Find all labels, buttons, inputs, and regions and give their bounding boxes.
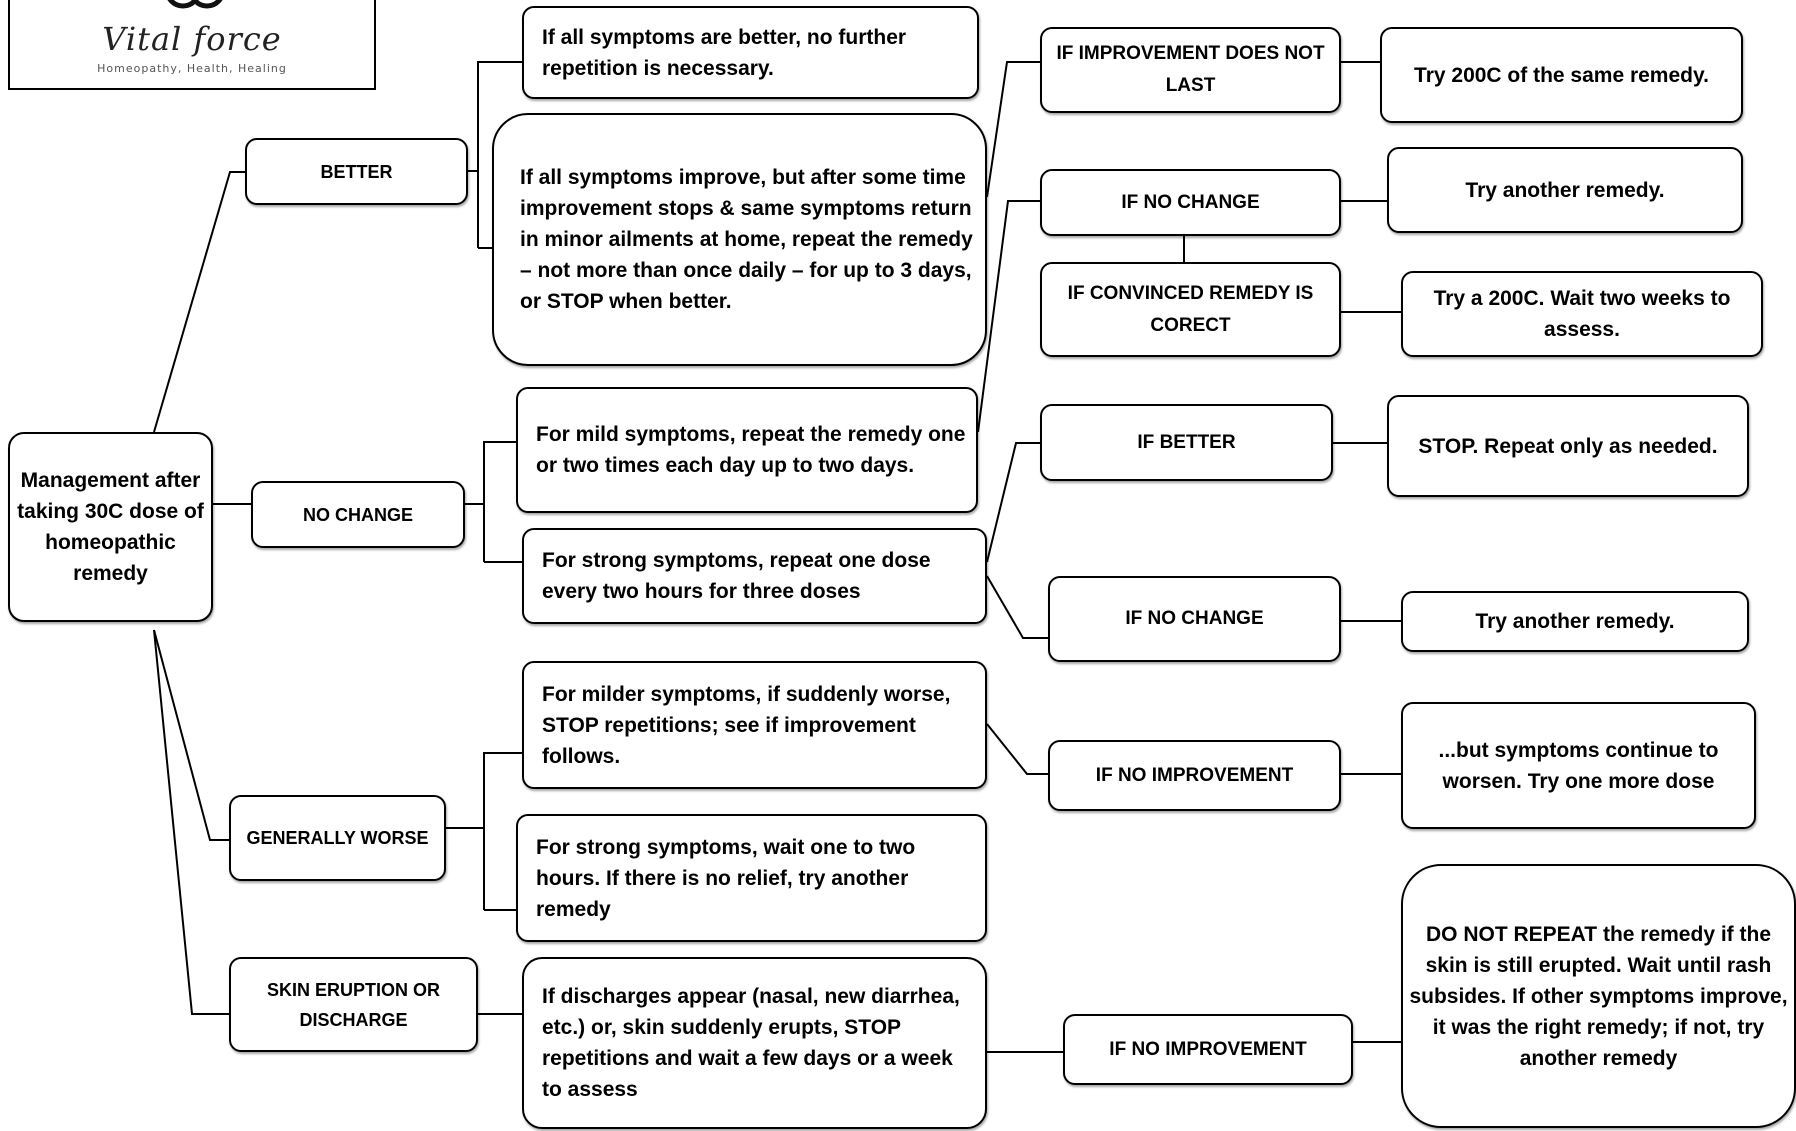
connector-root-better	[153, 171, 245, 433]
logo-mark-icon	[167, 0, 223, 9]
cond-no-change-1-label: IF NO CHANGE	[1121, 191, 1260, 213]
action-worse-milder: For milder symptoms, if suddenly worse, …	[522, 661, 987, 789]
action-nochange-mild-text: For mild symptoms, repeat the remedy one…	[536, 423, 966, 477]
connector-nochange-mild	[483, 441, 516, 562]
action-worse-strong-text: For strong symptoms, wait one to two hou…	[536, 835, 916, 921]
outcome-try-another-1-text: Try another remedy.	[1465, 178, 1665, 202]
cond-convinced-label: IF CONVINCED REMEDY IS CORECT	[1067, 282, 1314, 336]
cond-no-change-2: IF NO CHANGE	[1048, 576, 1341, 662]
category-generally-worse-label: GENERALLY WORSE	[246, 828, 429, 848]
logo-name: Vital force	[102, 20, 282, 58]
action-better-2-text: If all symptoms improve, but after some …	[520, 166, 973, 313]
action-nochange-strong: For strong symptoms, repeat one dose eve…	[522, 528, 987, 624]
outcome-try-another-1: Try another remedy.	[1387, 147, 1743, 233]
action-better-1: If all symptoms are better, no further r…	[522, 6, 979, 99]
vital-force-logo: Vital force Homeopathy, Health, Healing	[8, 0, 376, 90]
action-nochange-strong-text: For strong symptoms, repeat one dose eve…	[542, 549, 931, 603]
action-skin: If discharges appear (nasal, new diarrhe…	[522, 957, 987, 1129]
cond-no-improvement-1: IF NO IMPROVEMENT	[1048, 740, 1341, 811]
outcome-worsen: ...but symptoms continue to worsen. Try …	[1401, 702, 1756, 829]
category-better-label: BETTER	[320, 161, 393, 182]
cond-no-improvement-2-label: IF NO IMPROVEMENT	[1109, 1038, 1307, 1060]
connector-better-1	[477, 61, 522, 248]
outcome-try-another-2-text: Try another remedy.	[1475, 610, 1675, 633]
outcome-try-another-2: Try another remedy.	[1401, 591, 1749, 652]
category-generally-worse: GENERALLY WORSE	[229, 795, 446, 881]
root-label: Management after taking 30C dose of home…	[17, 469, 204, 585]
cond-if-better: IF BETTER	[1040, 404, 1333, 481]
outcome-try-200c: Try 200C of the same remedy.	[1380, 27, 1743, 123]
cond-improvement-not-last: IF IMPROVEMENT DOES NOT LAST	[1040, 27, 1341, 113]
action-worse-strong: For strong symptoms, wait one to two hou…	[516, 814, 987, 942]
outcome-worsen-text: ...but symptoms continue to worsen. Try …	[1438, 738, 1719, 793]
connector-root-skin	[153, 629, 229, 1015]
category-skin-eruption-label: SKIN ERUPTION OR DISCHARGE	[266, 979, 440, 1030]
cond-convinced: IF CONVINCED REMEDY IS CORECT	[1040, 262, 1341, 357]
outcome-do-not-repeat-text: DO NOT REPEAT the remedy if the skin is …	[1409, 922, 1788, 1070]
outcome-do-not-repeat: DO NOT REPEAT the remedy if the skin is …	[1401, 864, 1796, 1128]
connector-better2-cond	[986, 61, 1040, 198]
cond-improvement-not-last-label: IF IMPROVEMENT DOES NOT LAST	[1056, 43, 1325, 96]
connector-strong-better	[986, 442, 1040, 563]
action-better-2: If all symptoms improve, but after some …	[492, 113, 987, 366]
connector-mild-cond	[977, 200, 1040, 433]
logo-tagline: Homeopathy, Health, Healing	[97, 62, 287, 75]
cond-no-change-2-label: IF NO CHANGE	[1125, 608, 1264, 629]
category-no-change: NO CHANGE	[251, 481, 465, 548]
connector-milder-cond	[986, 723, 1048, 775]
outcome-stop-repeat: STOP. Repeat only as needed.	[1387, 395, 1749, 497]
connector-worse-milder	[483, 752, 522, 910]
outcome-try-200c-text: Try 200C of the same remedy.	[1414, 63, 1709, 87]
cond-no-improvement-1-label: IF NO IMPROVEMENT	[1095, 764, 1294, 786]
outcome-stop-repeat-text: STOP. Repeat only as needed.	[1418, 434, 1718, 458]
action-worse-milder-text: For milder symptoms, if suddenly worse, …	[542, 682, 951, 768]
action-better-1-text: If all symptoms are better, no further r…	[542, 25, 907, 80]
outcome-try-200c-wait: Try a 200C. Wait two weeks to assess.	[1401, 271, 1763, 357]
connector-root-worse	[153, 629, 229, 841]
connector-strong-nochange	[986, 575, 1048, 639]
root-node: Management after taking 30C dose of home…	[8, 432, 213, 622]
action-nochange-mild: For mild symptoms, repeat the remedy one…	[516, 387, 978, 513]
category-skin-eruption: SKIN ERUPTION OR DISCHARGE	[229, 957, 478, 1052]
cond-no-improvement-2: IF NO IMPROVEMENT	[1063, 1014, 1353, 1085]
outcome-try-200c-wait-text: Try a 200C. Wait two weeks to assess.	[1433, 287, 1731, 341]
cond-no-change-1: IF NO CHANGE	[1040, 169, 1341, 236]
action-skin-text: If discharges appear (nasal, new diarrhe…	[542, 985, 960, 1101]
cond-if-better-label: IF BETTER	[1137, 431, 1236, 453]
category-no-change-label: NO CHANGE	[302, 504, 413, 525]
category-better: BETTER	[245, 138, 468, 205]
